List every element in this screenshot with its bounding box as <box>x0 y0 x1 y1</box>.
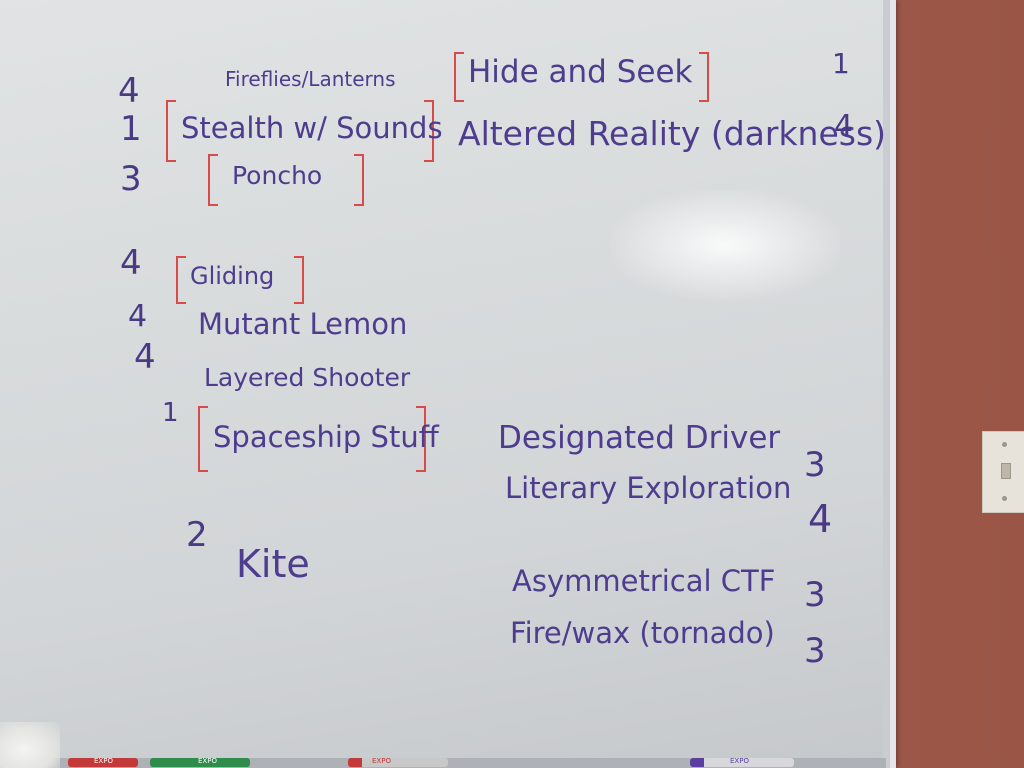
item-label: Altered Reality (darkness) <box>458 114 887 153</box>
score: 1 <box>120 109 142 149</box>
score: 4 <box>808 497 833 541</box>
item-label: Designated Driver <box>498 420 781 456</box>
item-label: Gliding <box>190 262 275 290</box>
marker-label: EXPO <box>198 757 217 765</box>
green-marker <box>150 758 250 767</box>
red-marker <box>68 758 138 767</box>
score: 3 <box>804 445 826 485</box>
bracket-box <box>176 256 304 304</box>
whiteboard <box>0 0 883 758</box>
item-label: Fireflies/Lanterns <box>225 67 396 91</box>
bracket-box <box>454 52 709 102</box>
score: 3 <box>804 575 826 615</box>
score: 4 <box>128 299 148 334</box>
screw-icon <box>1002 442 1007 447</box>
item-label: Layered Shooter <box>204 363 411 392</box>
bracket-box <box>166 100 434 162</box>
item-label: Spaceship Stuff <box>213 420 439 454</box>
score: 4 <box>134 337 156 377</box>
switch-toggle[interactable] <box>1001 463 1011 479</box>
score: 3 <box>120 159 142 199</box>
marker-label: EXPO <box>372 757 391 765</box>
score: 1 <box>162 398 179 428</box>
item-label: Hide and Seek <box>468 54 693 90</box>
item-label: Asymmetrical CTF <box>512 564 776 598</box>
light-switch[interactable] <box>982 431 1024 513</box>
light-glare <box>610 190 840 300</box>
score: 3 <box>804 631 826 671</box>
screw-icon <box>1002 496 1007 501</box>
score: 4 <box>834 109 854 144</box>
score: 4 <box>118 71 140 111</box>
item-label: Poncho <box>232 161 323 190</box>
item-label: Literary Exploration <box>505 471 792 505</box>
purple-marker <box>690 758 794 767</box>
red-marker <box>348 758 448 767</box>
item-label: Kite <box>236 542 310 586</box>
item-label: Fire/wax (tornado) <box>510 616 775 650</box>
bracket-box <box>198 406 426 472</box>
marker-label: EXPO <box>730 757 749 765</box>
item-label: Mutant Lemon <box>198 307 408 341</box>
item-label: Stealth w/ Sounds <box>181 111 443 145</box>
score: 1 <box>832 47 850 80</box>
eraser-cloth <box>0 722 60 768</box>
score: 4 <box>120 243 142 283</box>
bracket-box <box>208 154 364 206</box>
score: 2 <box>186 515 208 555</box>
marker-label: EXPO <box>94 757 113 765</box>
